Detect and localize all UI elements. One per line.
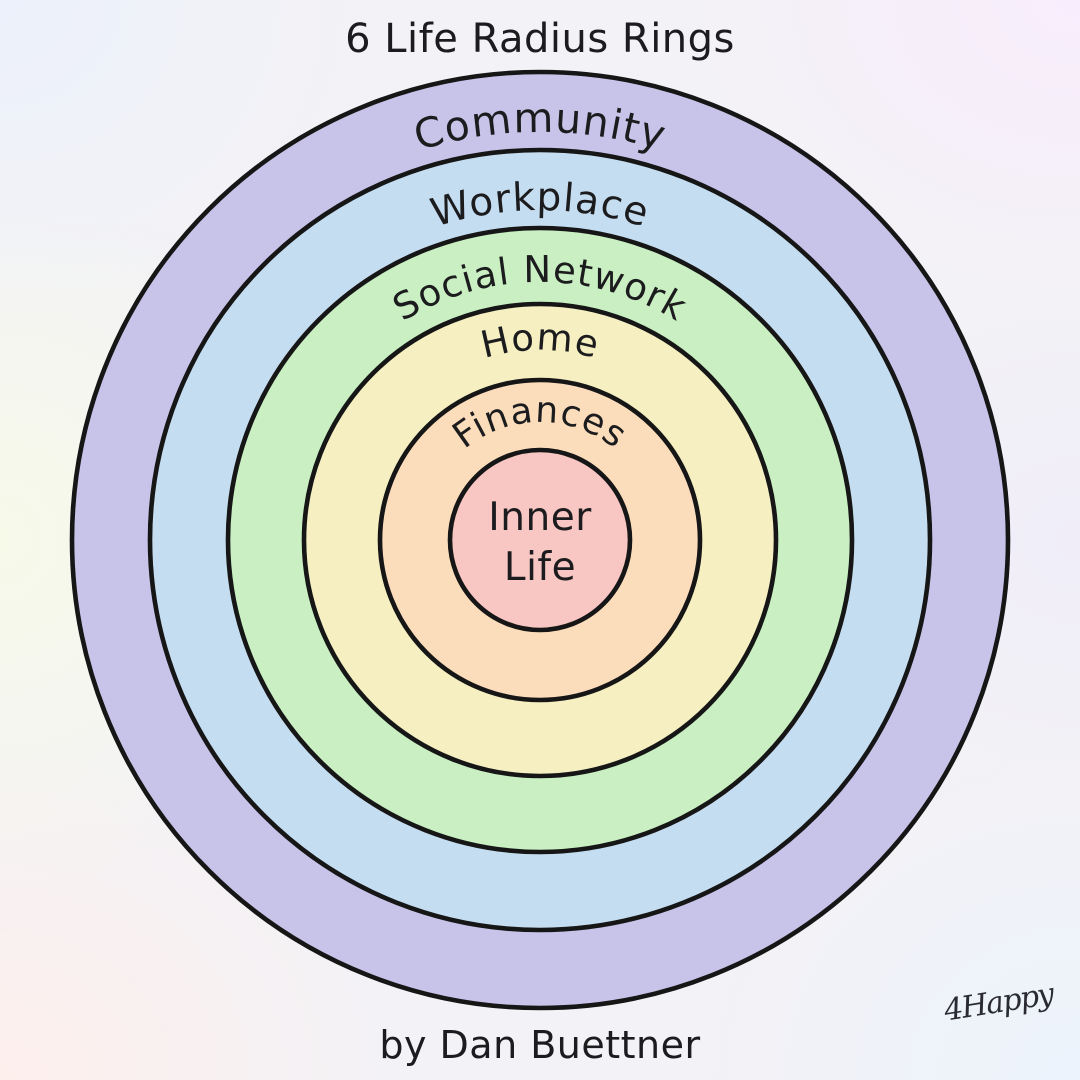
byline-caption: by Dan Buettner	[379, 1023, 700, 1067]
page-title: 6 Life Radius Rings	[345, 16, 735, 62]
center-label-line-2: Life	[504, 545, 576, 590]
ring-label-home: Home	[477, 315, 604, 367]
center-label-line-1: Inner	[488, 495, 592, 540]
signature-logo: 4Happy	[941, 976, 1058, 1028]
ring-inner-life	[447, 447, 633, 633]
